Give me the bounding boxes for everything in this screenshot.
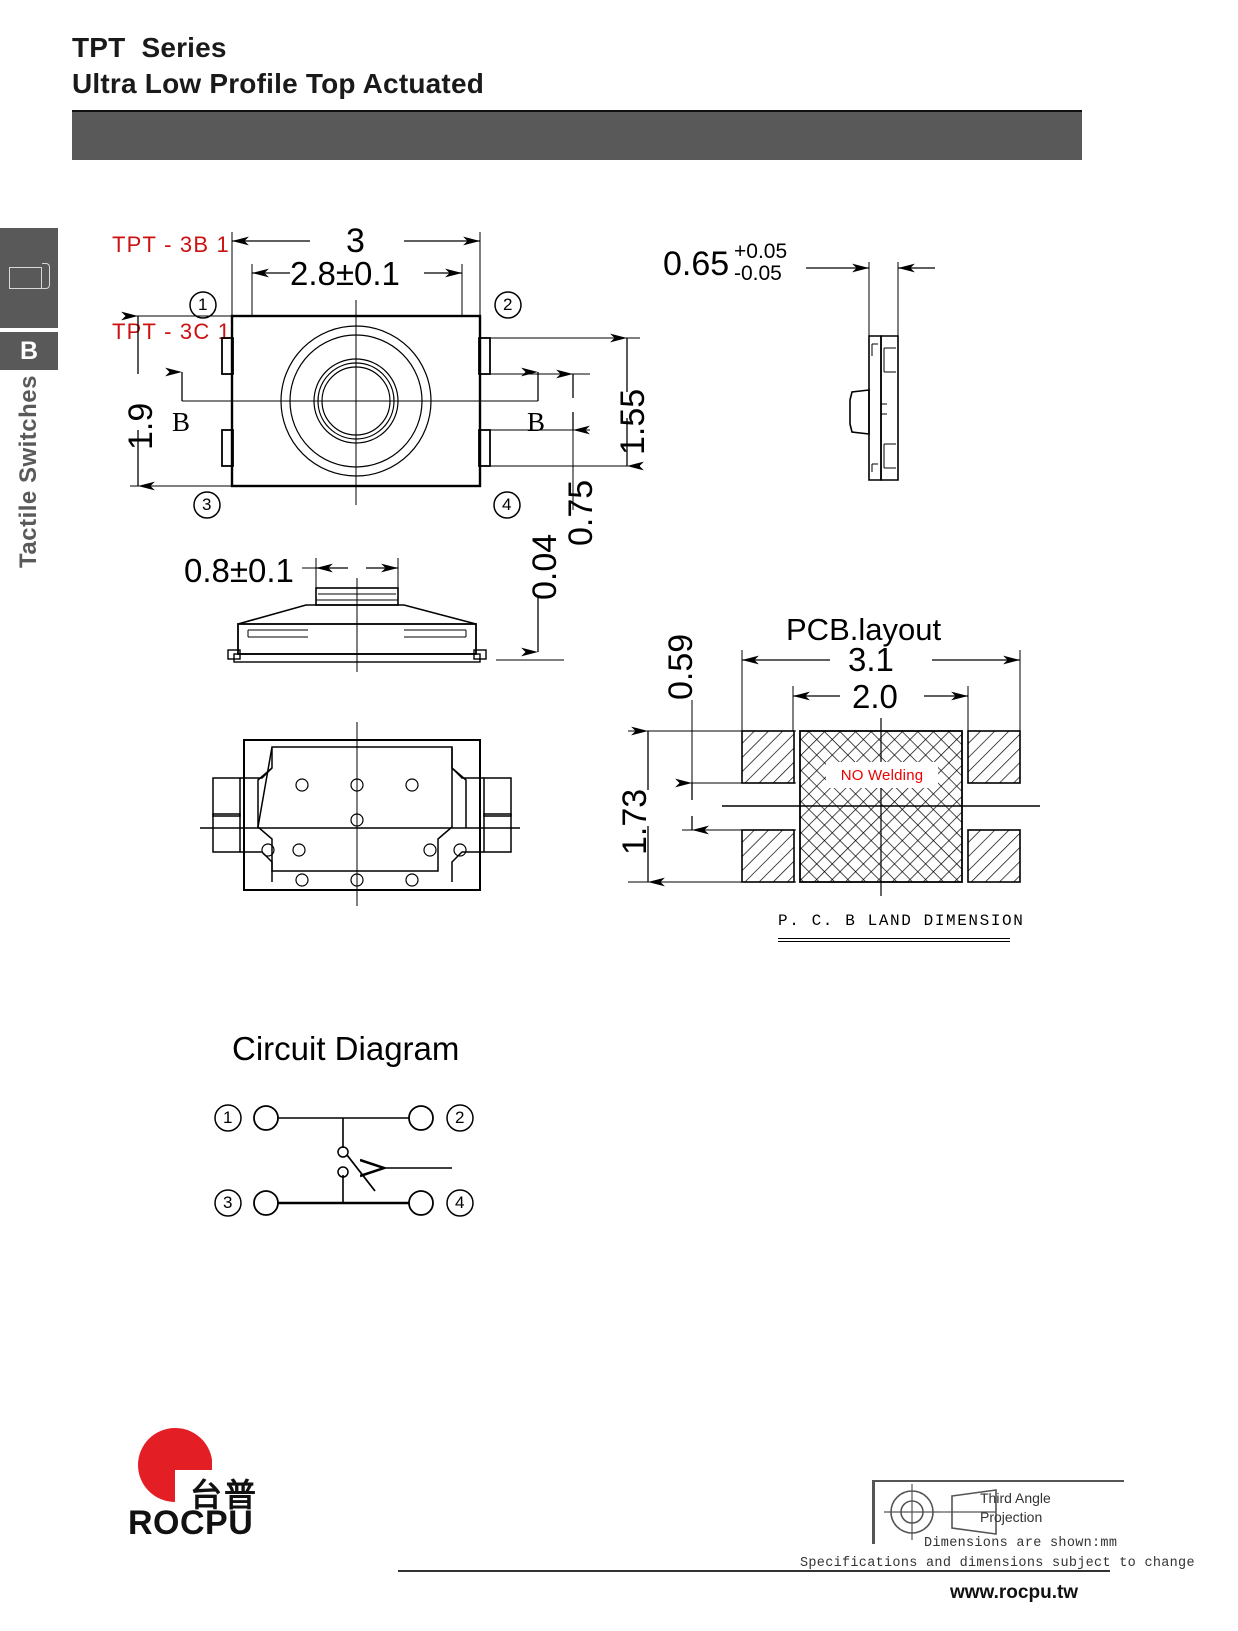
circuit-diagram-title: Circuit Diagram	[232, 1030, 460, 1067]
circuit-diagram-drawing	[214, 1104, 474, 1217]
page-title: TPT Series Ultra Low Profile Top Actuate…	[72, 30, 1082, 102]
projection-label-line2: Projection	[980, 1508, 1043, 1525]
dim-pcb-pad-gap: 0.59	[662, 633, 700, 700]
datum-label-right: B	[527, 407, 546, 437]
dim-pcb-width: 3.1	[848, 641, 894, 678]
dim-pcb-inner-width: 2.0	[852, 678, 898, 715]
title-line-2: Ultra Low Profile Top Actuated	[72, 67, 485, 99]
pin-callout-4: 4	[502, 495, 512, 514]
sidebar-category-label: Tactile Switches	[0, 375, 58, 573]
switch-actuator-shape	[42, 263, 50, 289]
sidebar-section-letter: B	[0, 332, 58, 370]
footer-website-url[interactable]: www.rocpu.tw	[950, 1582, 1079, 1603]
dim-0-75: 0.75	[562, 479, 600, 546]
sidebar-category-text: Tactile Switches	[15, 375, 42, 568]
circuit-terminal-3: 3	[223, 1193, 233, 1212]
no-welding-label: NO Welding	[826, 762, 938, 788]
projection-label-line1: Third Angle	[980, 1490, 1051, 1506]
circuit-terminal-1: 1	[223, 1108, 233, 1127]
title-line-1: TPT Series	[72, 32, 227, 63]
datum-label-left: B	[172, 407, 191, 437]
footer-note-disclaimer: Specifications and dimensions subject to…	[800, 1556, 1195, 1571]
pcb-land-dimension-underline	[778, 938, 1010, 942]
logo-wordmark: ROCPU	[128, 1504, 254, 1542]
circuit-terminal-4: 4	[455, 1193, 465, 1212]
part-number-list: TPT - 3B 1 TPT - 3C 1	[112, 172, 231, 404]
company-logo: 台普 ROCPU	[128, 1428, 338, 1542]
footer-note-units: Dimensions are shown:mm	[924, 1536, 1118, 1551]
dim-actuator-width: 0.8±0.1	[184, 552, 294, 589]
dim-thickness-tol-plus: +0.05	[734, 240, 788, 263]
part-number-2: TPT - 3C 1	[112, 319, 232, 345]
projection-label: Third Angle Projection	[980, 1489, 1051, 1527]
rocpu-logo-mark	[138, 1428, 212, 1502]
dim-pcb-height: 1.73	[616, 788, 654, 855]
part-number-1: TPT - 3B 1	[112, 232, 230, 258]
dim-thickness: 0.65	[663, 245, 730, 283]
pcb-layout-title: PCB.layout	[786, 612, 942, 647]
dim-thickness-tol-minus: -0.05	[734, 262, 782, 285]
dim-height-overall: 1.9	[122, 402, 160, 450]
logo-chinese-text: 台普	[190, 1476, 259, 1514]
pin-callout-3: 3	[202, 495, 212, 514]
side-profile-view	[806, 262, 935, 481]
bottom-view	[200, 722, 520, 906]
pin-callout-1: 1	[198, 295, 208, 314]
tactile-switch-icon	[0, 228, 58, 328]
dim-1-55: 1.55	[614, 388, 652, 455]
circuit-terminal-2: 2	[455, 1108, 465, 1127]
sidebar: B	[0, 228, 58, 370]
dim-width-body: 2.8±0.1	[290, 255, 400, 292]
switch-body-shape	[9, 267, 42, 289]
dim-width-overall: 3	[346, 222, 365, 260]
projection-box	[872, 1480, 1124, 1544]
pin-callout-2: 2	[503, 295, 513, 314]
dim-standoff: 0.04	[526, 533, 564, 600]
footer-divider	[398, 1570, 1110, 1573]
pcb-land-dimension-caption: P. C. B LAND DIMENSION	[778, 912, 1025, 930]
header-band	[72, 110, 1082, 160]
